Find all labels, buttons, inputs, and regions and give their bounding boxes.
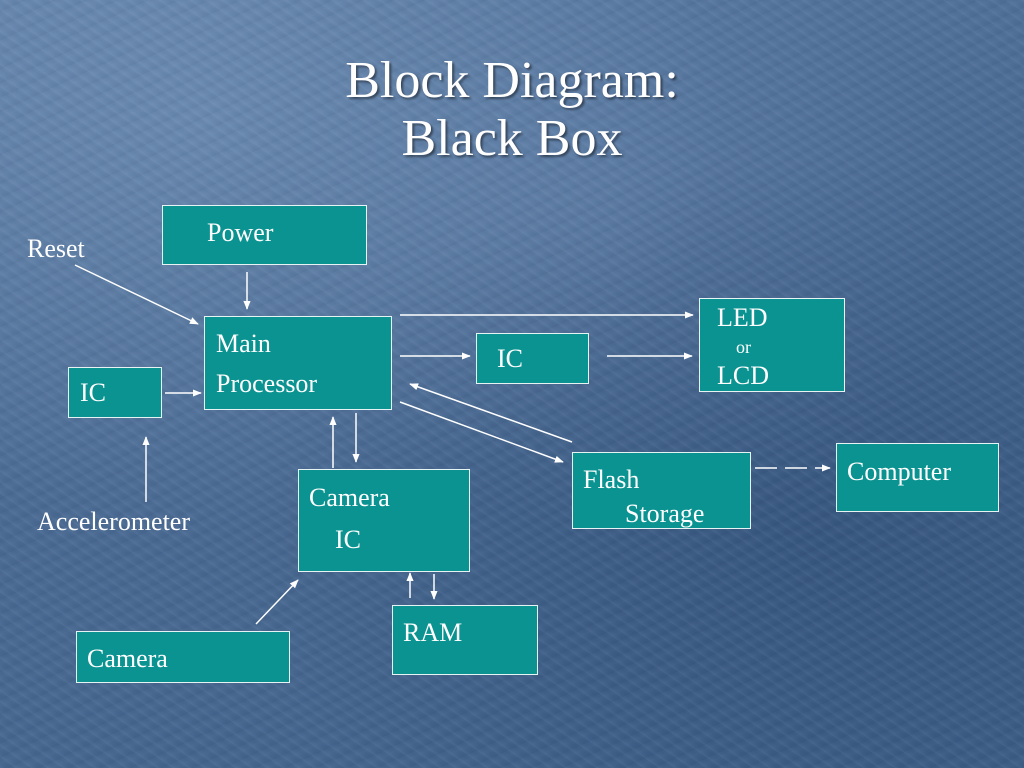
camera-label: Camera xyxy=(87,644,168,673)
camera-block: Camera xyxy=(76,631,290,683)
arrow-camera-to-camera-ic xyxy=(255,579,299,625)
camera-ic-block: Camera IC xyxy=(298,469,470,572)
arrow-reset-to-processor xyxy=(74,264,199,325)
main-processor-label-line-1: Main xyxy=(216,329,271,358)
flash-storage-label-line-1: Flash xyxy=(583,465,640,494)
lcd-label: LCD xyxy=(717,361,769,390)
flash-storage-block: Flash Storage xyxy=(572,452,751,529)
ic-left-block: IC xyxy=(68,367,162,418)
ram-label: RAM xyxy=(403,618,463,647)
computer-label: Computer xyxy=(847,457,951,486)
led-lcd-block: LED or LCD xyxy=(699,298,845,392)
led-label: LED xyxy=(717,303,768,332)
main-processor-block: Main Processor xyxy=(204,316,392,410)
power-block: Power xyxy=(162,205,367,265)
computer-block: Computer xyxy=(836,443,999,512)
camera-ic-label-line-2: IC xyxy=(335,525,361,554)
slide-title: Block Diagram: Black Box xyxy=(0,52,1024,168)
camera-ic-label-line-1: Camera xyxy=(309,483,390,512)
title-line-1: Block Diagram: xyxy=(345,52,679,109)
or-label: or xyxy=(736,337,751,357)
ic-middle-block: IC xyxy=(476,333,589,384)
ic-left-label: IC xyxy=(80,378,106,407)
main-processor-label-line-2: Processor xyxy=(216,369,318,398)
ic-middle-label: IC xyxy=(497,344,523,373)
arrow-flash-to-processor xyxy=(409,383,573,443)
reset-label: Reset xyxy=(27,234,85,263)
accelerometer-label: Accelerometer xyxy=(37,507,191,536)
arrow-processor-to-flash xyxy=(399,401,564,463)
power-label: Power xyxy=(207,218,274,247)
flash-storage-label-line-2: Storage xyxy=(625,499,705,528)
ram-block: RAM xyxy=(392,605,538,675)
title-line-2: Black Box xyxy=(401,110,623,167)
